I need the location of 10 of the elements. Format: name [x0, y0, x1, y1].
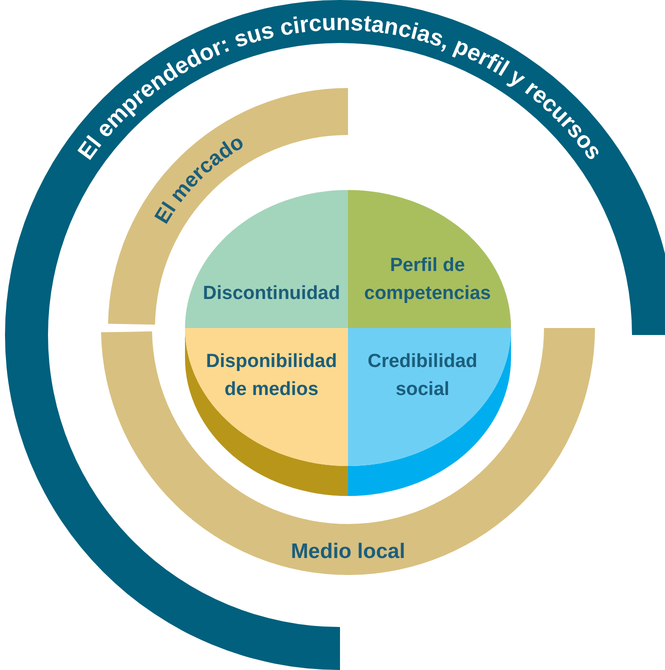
slice-label: Perfil de competencias	[363, 254, 492, 306]
ring-band	[5, 0, 665, 670]
slice-label: Disponibilidad de medios	[205, 350, 338, 402]
pie-slice	[185, 328, 348, 496]
slice-label: Credibilidad social	[366, 350, 478, 402]
pie-slice	[348, 190, 511, 328]
pie-slice	[348, 328, 511, 496]
ring-label: Medio local	[290, 540, 406, 563]
ring-band	[101, 328, 595, 575]
slice-label: Discontinuidad	[202, 282, 342, 306]
